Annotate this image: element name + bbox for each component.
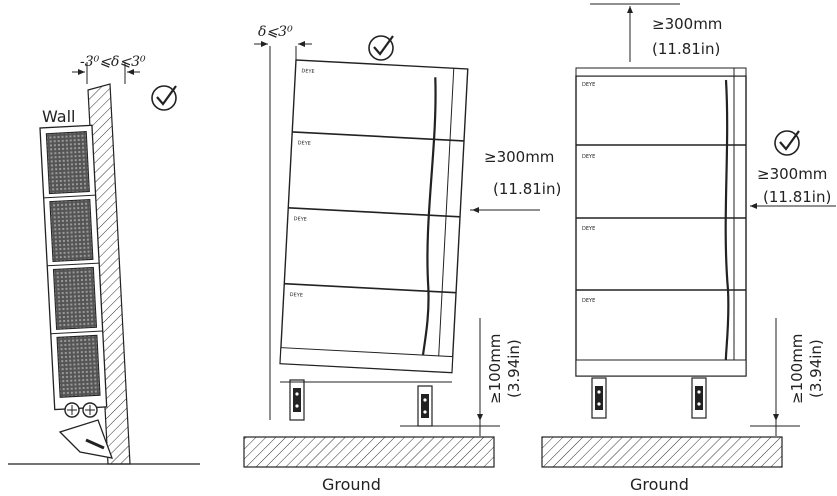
tilted-stack-view: δ⩽3⁰ DEYE DEYE DEYE DEYE: [243, 24, 561, 494]
check-circle-icon: [151, 85, 177, 111]
support-leg-left: [591, 377, 607, 419]
bottom-clearance-value: ≥100mm: [486, 334, 504, 404]
brand-mark: DEYE: [582, 82, 595, 88]
bottom-clearance-right-inches: (3.94in): [807, 339, 825, 398]
wall-mount-side-view: -3⁰⩽δ⩽3⁰ Wall: [8, 54, 200, 465]
brand-mark: DEYE: [301, 68, 315, 75]
ground-slab: [541, 436, 783, 468]
battery-stack-upright: DEYE DEYE DEYE DEYE: [575, 67, 747, 377]
base-bracket: [58, 419, 114, 459]
battery-stack-tilted: DEYE DEYE DEYE DEYE: [279, 59, 469, 374]
ground-label: Ground: [322, 475, 381, 494]
support-leg-left: [289, 379, 305, 421]
support-leg-right: [691, 377, 707, 419]
check-circle-icon: [774, 130, 800, 156]
brand-mark: DEYE: [582, 298, 595, 304]
brand-mark: DEYE: [297, 140, 311, 147]
angle-max-label: δ⩽3⁰: [258, 24, 293, 40]
check-circle-icon: [368, 35, 394, 61]
brand-mark: DEYE: [294, 216, 308, 223]
top-clearance-inches: (11.81in): [652, 40, 720, 58]
brand-mark: DEYE: [290, 292, 304, 299]
bottom-clearance-right-value: ≥100mm: [788, 334, 806, 404]
ground-label: Ground: [630, 475, 689, 494]
wall-label: Wall: [42, 107, 76, 126]
angle-range-label: -3⁰⩽δ⩽3⁰: [80, 54, 146, 70]
side-clearance-inches: (11.81in): [493, 180, 561, 198]
upright-stack-view: ≥300mm (11.81in) DEYE DEYE DEYE DEYE: [541, 3, 836, 494]
battery-side-profile: [39, 124, 108, 411]
support-leg-right: [417, 385, 433, 427]
side-clearance-right-inches: (11.81in): [763, 188, 831, 206]
ground-slab: [243, 436, 495, 468]
bottom-clearance-inches: (3.94in): [505, 339, 523, 398]
side-clearance-value: ≥300mm: [484, 148, 554, 166]
top-clearance-value: ≥300mm: [652, 15, 722, 33]
side-clearance-right-value: ≥300mm: [757, 165, 827, 183]
brand-mark: DEYE: [582, 154, 595, 160]
brand-mark: DEYE: [582, 226, 595, 232]
